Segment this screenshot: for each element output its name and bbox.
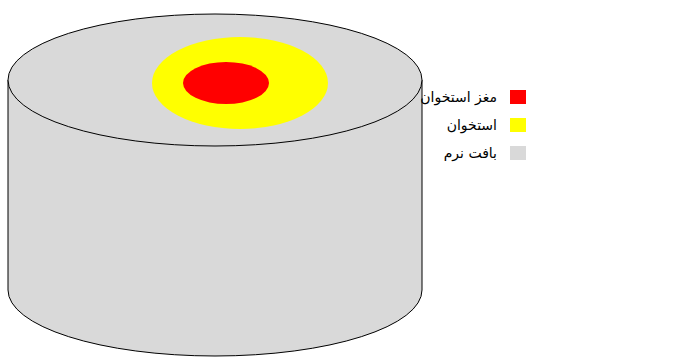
bone-marrow [183,62,269,104]
cylinder-top [8,14,422,146]
legend-label: استخوان [447,116,497,134]
bone-ring [152,37,328,129]
legend-label: بافت نرم [444,144,497,162]
legend-swatch [510,90,526,104]
legend-swatch [510,118,526,132]
legend-label: مغز استخوان [420,88,497,106]
legend-swatch [510,146,526,160]
